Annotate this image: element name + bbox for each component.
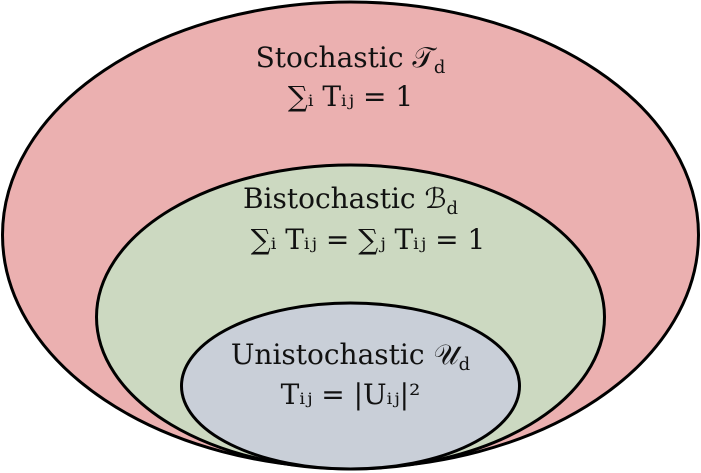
stochastic-set-condition: ∑ᵢ Tᵢⱼ = 1 bbox=[288, 80, 413, 113]
stochastic-set-title: Stochastic 𝒯d bbox=[256, 41, 446, 78]
unistochastic-set-title: Unistochastic 𝒰d bbox=[231, 338, 470, 375]
unistochastic-set-subscript: d bbox=[459, 354, 471, 375]
stochastic-set-subscript: d bbox=[434, 57, 446, 78]
unistochastic-set-condition: Tᵢⱼ = |Uᵢⱼ|² bbox=[281, 378, 421, 411]
bistochastic-set-condition: ∑ᵢ Tᵢⱼ = ∑ⱼ Tᵢⱼ = 1 bbox=[251, 223, 486, 256]
bistochastic-set-title: Bistochastic ℬd bbox=[243, 182, 458, 219]
bistochastic-set-subscript: d bbox=[447, 198, 459, 219]
unistochastic-set-region bbox=[180, 301, 521, 471]
